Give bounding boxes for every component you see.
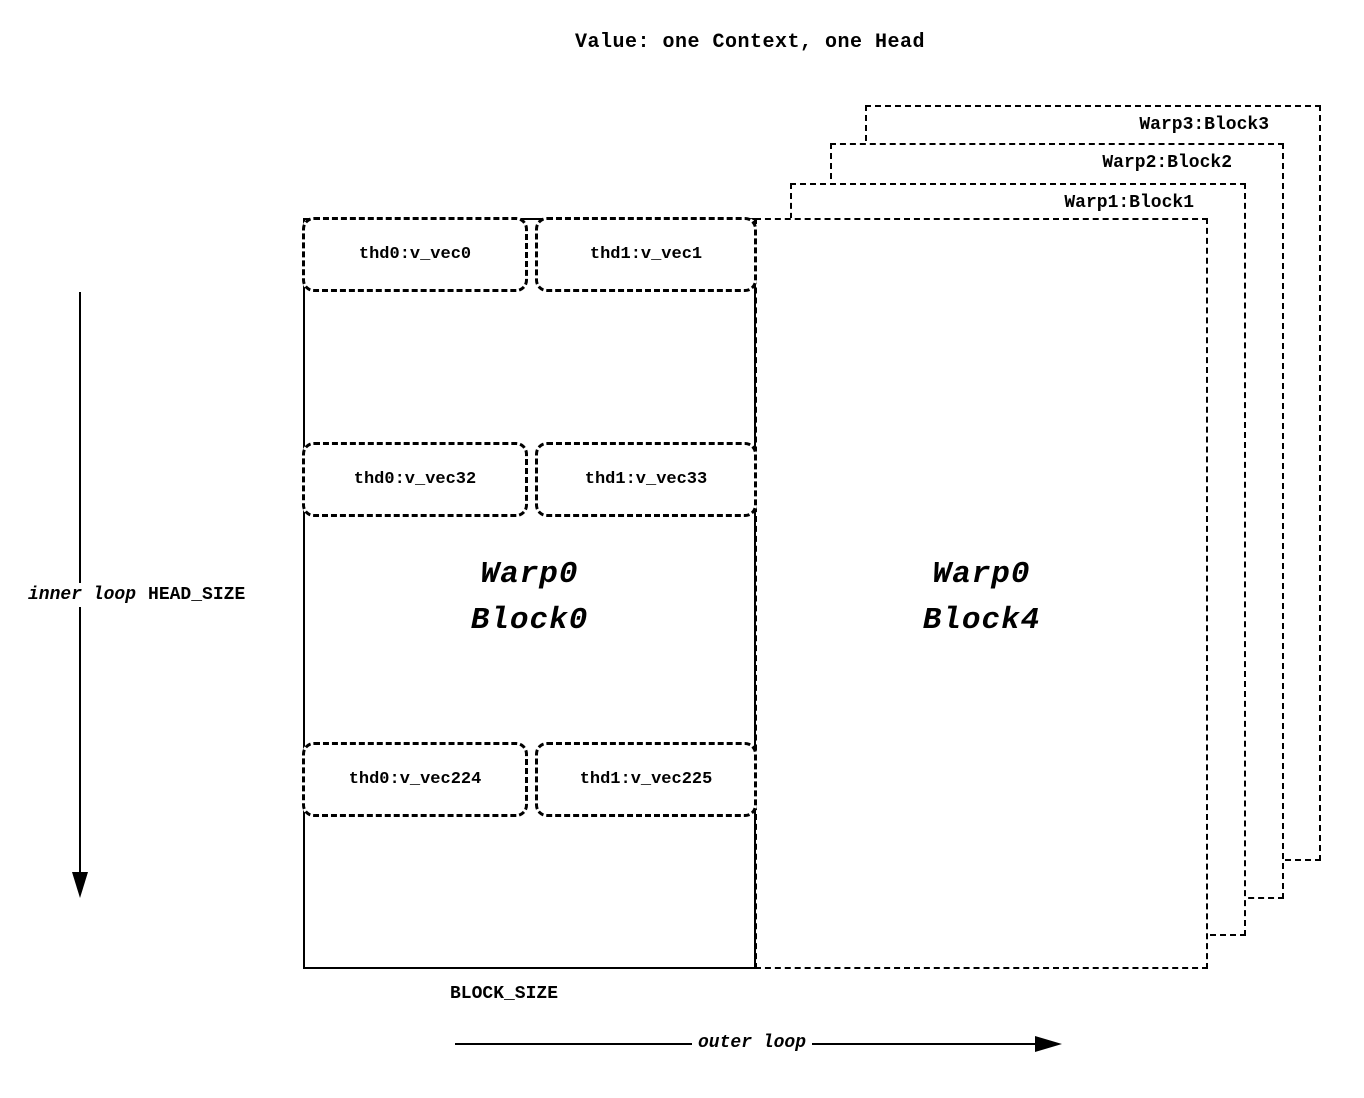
warp0-block0-box: thd0:v_vec0 thd1:v_vec1 thd0:v_vec32 thd… bbox=[302, 217, 757, 969]
thd-box-v-vec0-label: thd0:v_vec0 bbox=[358, 245, 472, 264]
thd-box-v-vec32: thd0:v_vec32 bbox=[302, 442, 528, 517]
warp0-block4-label: Warp0 Block4 bbox=[757, 552, 1206, 644]
warp3-block3-label: Warp3:Block3 bbox=[1139, 115, 1269, 135]
thd-box-v-vec1: thd1:v_vec1 bbox=[535, 217, 757, 292]
warp0-block0-label-line2: Block0 bbox=[470, 603, 589, 638]
warp0-block4-box: Warp0 Block4 bbox=[755, 218, 1208, 969]
warp2-block2-label: Warp2:Block2 bbox=[1102, 153, 1232, 173]
warp1-block1-label: Warp1:Block1 bbox=[1064, 193, 1194, 213]
inner-loop-head-size-label: inner loop HEAD_SIZE bbox=[24, 583, 250, 607]
thd-box-v-vec224: thd0:v_vec224 bbox=[302, 742, 528, 817]
thd-box-v-vec1-label: thd1:v_vec1 bbox=[589, 245, 703, 264]
block-size-label: BLOCK_SIZE bbox=[450, 984, 559, 1004]
warp0-block4-label-line1: Warp0 bbox=[932, 557, 1031, 592]
warp0-block4-label-line2: Block4 bbox=[922, 603, 1041, 638]
diagram-title: Value: one Context, one Head bbox=[574, 31, 926, 54]
inner-loop-label: inner loop bbox=[28, 585, 137, 605]
outer-loop-label: outer loop bbox=[692, 1033, 813, 1053]
thd-box-v-vec225: thd1:v_vec225 bbox=[535, 742, 757, 817]
warp0-block0-label: Warp0 Block0 bbox=[305, 552, 754, 644]
thd-box-v-vec0: thd0:v_vec0 bbox=[302, 217, 528, 292]
thd-box-v-vec32-label: thd0:v_vec32 bbox=[353, 470, 477, 489]
head-size-label: HEAD_SIZE bbox=[148, 585, 246, 605]
thd-box-v-vec225-label: thd1:v_vec225 bbox=[579, 770, 713, 789]
thd-box-v-vec33: thd1:v_vec33 bbox=[535, 442, 757, 517]
warp0-block0-label-line1: Warp0 bbox=[480, 557, 579, 592]
thd-box-v-vec33-label: thd1:v_vec33 bbox=[584, 470, 708, 489]
thd-box-v-vec224-label: thd0:v_vec224 bbox=[348, 770, 482, 789]
